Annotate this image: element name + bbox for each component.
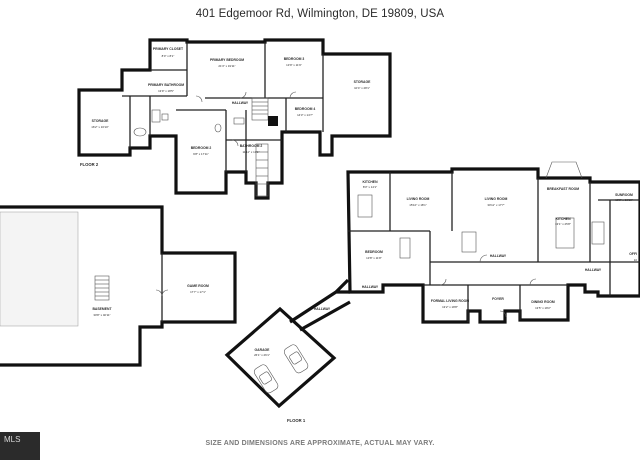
label-hallway-right: HALLWAY: [585, 268, 602, 272]
label-bedroom: BEDROOM: [365, 250, 383, 254]
label-storage-upper: STORAGE: [354, 80, 371, 84]
svg-text:13'1" x 25'8": 13'1" x 25'8": [555, 222, 571, 226]
svg-text:13'9" x 18'5": 13'9" x 18'5": [158, 89, 174, 93]
label-living-room-1: LIVING ROOM: [407, 197, 430, 201]
svg-text:17'7" x 17'1": 17'7" x 17'1": [190, 290, 206, 294]
label-hallway-floor-2: HALLWAY: [232, 101, 249, 105]
label-kitchen: KITCHEN: [362, 180, 378, 184]
svg-text:16'2" x 16'10": 16'2" x 16'10": [91, 125, 108, 129]
svg-text:10: 10: [634, 258, 638, 262]
label-office: OFFI: [629, 252, 637, 256]
svg-text:8'0" x 8'1": 8'0" x 8'1": [162, 54, 175, 58]
garage-outline: [224, 306, 337, 409]
svg-text:8'3" x 14'1": 8'3" x 14'1": [363, 185, 377, 189]
svg-text:10'4" x 28'1": 10'4" x 28'1": [354, 86, 370, 90]
label-basement: BASEMENT: [92, 307, 112, 311]
floor-2-label: FLOOR 2: [80, 162, 99, 167]
svg-text:13'8" x 11'8": 13'8" x 11'8": [366, 256, 382, 260]
svg-text:13'5" x 18'2": 13'5" x 18'2": [535, 306, 551, 310]
svg-text:26'1" x 26'1": 26'1" x 26'1": [254, 353, 270, 357]
label-hallway-garage: HALLWAY: [314, 307, 331, 311]
label-primary-closet: PRIMARY CLOSET: [153, 47, 184, 51]
label-living-room-2: LIVING ROOM: [485, 197, 508, 201]
svg-text:18'8" x 10'10": 18'8" x 10'10": [615, 198, 632, 202]
svg-text:14'3" x 14'7": 14'3" x 14'7": [297, 113, 313, 117]
svg-text:13'2" x 18'8": 13'2" x 18'8": [442, 305, 458, 309]
floor-2-outline: [77, 38, 392, 200]
page-title: 401 Edgemoor Rd, Wilmington, DE 19809, U…: [195, 8, 445, 20]
garage-connector: [289, 278, 351, 332]
label-bedroom-4: BEDROOM 4: [295, 107, 316, 111]
label-garage: GARAGE: [255, 348, 271, 352]
label-sunroom: SUNROOM: [615, 193, 633, 197]
label-breakfast-room: BREAKFAST ROOM: [547, 187, 579, 191]
svg-text:13'9" x 11'9": 13'9" x 11'9": [286, 63, 302, 67]
label-primary-bathroom: PRIMARY BATHROOM: [148, 83, 184, 87]
svg-text:15'10" x 18'1": 15'10" x 18'1": [409, 203, 426, 207]
svg-text:11'11" x 13'1": 11'11" x 13'1": [242, 150, 259, 154]
garage-plan: GARAGE 26'1" x 26'1" HALLWAY FLOOR 1: [224, 278, 351, 423]
basement-outline: [0, 205, 237, 367]
disclaimer-text: SIZE AND DIMENSIONS ARE APPROXIMATE, ACT…: [205, 440, 435, 447]
floor-2-plan: PRIMARY CLOSET 8'0" x 8'1" PRIMARY BEDRO…: [77, 38, 392, 200]
basement-plan: BASEMENT 30'8" x 40'11" GAME ROOM 17'7" …: [0, 205, 237, 367]
svg-text:30'8" x 40'11": 30'8" x 40'11": [93, 313, 110, 317]
svg-text:30'11" x 17'7": 30'11" x 17'7": [487, 203, 504, 207]
floor-1-outline: [346, 167, 640, 324]
svg-text:21'3" x 19'11": 21'3" x 19'11": [218, 64, 235, 68]
label-bedroom-2: BEDROOM 2: [191, 146, 212, 150]
svg-text:9'8" x 17'11": 9'8" x 17'11": [193, 152, 209, 156]
label-hallway-main: HALLWAY: [490, 254, 507, 258]
mls-watermark-text: MLS: [4, 435, 21, 444]
floor-1-plan: KITCHEN 8'3" x 14'1" LIVING ROOM 15'10" …: [346, 161, 640, 324]
mls-watermark: MLS: [0, 432, 40, 460]
label-primary-bedroom: PRIMARY BEDROOM: [210, 58, 244, 62]
label-storage-left: STORAGE: [92, 119, 109, 123]
label-bathroom-2: BATHROOM 2: [240, 144, 263, 148]
label-bedroom-3: BEDROOM 3: [284, 57, 305, 61]
label-game-room: GAME ROOM: [187, 284, 209, 288]
floor-1-label: FLOOR 1: [287, 418, 306, 423]
label-foyer: FOYER: [492, 297, 504, 301]
label-dining-room: DINING ROOM: [531, 300, 555, 304]
label-formal-living-room: FORMAL LIVING ROOM: [431, 299, 469, 303]
label-kitchen-main: KITCHEN: [555, 217, 571, 221]
label-hallway-lower: HALLWAY: [362, 285, 379, 289]
